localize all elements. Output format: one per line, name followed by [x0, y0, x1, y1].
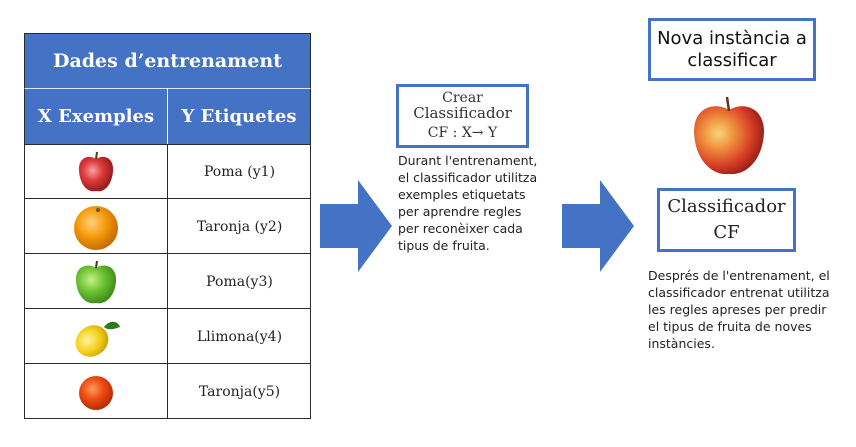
arrow-right-icon — [320, 180, 392, 272]
apple-icon — [78, 151, 113, 191]
training-desc-line: tipus de fruita. — [398, 238, 490, 253]
table-row-fruit — [24, 364, 167, 419]
after-desc-line: el tipus de fruita de noves — [648, 319, 812, 334]
apple-icon — [75, 260, 116, 303]
table-row-fruit — [24, 254, 167, 309]
column-header-y: Y Etiquetes — [167, 89, 311, 144]
after-desc-line: les regles apreses per predir — [648, 302, 827, 317]
after-training-description: Després de l'entrenament, el classificad… — [648, 267, 848, 352]
new-instance-box: Nova instància a classificar — [648, 18, 816, 81]
column-header-x: X Exemples — [24, 89, 167, 144]
table-row-label: Taronja(y5) — [198, 383, 281, 400]
training-description: Durant l'entrenament, el classificador u… — [398, 152, 568, 254]
table-row-fruit — [24, 199, 167, 254]
table-row-label: Llimona(y4) — [196, 328, 283, 345]
orange-icon — [78, 375, 113, 410]
training-desc-line: Durant l'entrenament, — [398, 153, 538, 168]
orange-icon — [73, 205, 118, 250]
training-desc-line: per reconèixer cada — [398, 221, 523, 236]
training-desc-line: el classificador utilitza — [398, 170, 538, 185]
after-desc-line: instàncies. — [648, 336, 715, 351]
training-desc-line: exemples etiquetats — [398, 187, 526, 202]
new-instance-line2: classificar — [687, 49, 777, 71]
create-box-formula: CF : X→ Y — [427, 125, 498, 142]
new-instance-line1: Nova instància a — [657, 27, 807, 49]
classifier-box-line2: CF — [713, 222, 740, 243]
table-row-label: Taronja (y2) — [196, 218, 283, 235]
table-row-fruit — [24, 309, 167, 364]
create-box-line1: Crear — [442, 89, 483, 106]
table-title: Dades d’entrenament — [24, 33, 311, 89]
classifier-box-line1: Classificador — [667, 196, 786, 217]
column-divider-header — [167, 89, 168, 144]
after-desc-line: classificador entrenat utilitza — [648, 285, 830, 300]
apple-icon — [694, 96, 764, 175]
column-divider — [167, 89, 168, 419]
table-row-label: Poma (y1) — [203, 163, 276, 180]
create-classifier-box: Crear Classificador CF : X→ Y — [396, 84, 529, 148]
training-desc-line: per aprendre regles — [398, 204, 522, 219]
table-row-fruit — [24, 144, 167, 199]
lemon-icon — [75, 321, 120, 357]
classifier-box: Classificador CF — [657, 188, 796, 252]
after-desc-line: Després de l'entrenament, el — [648, 268, 830, 283]
create-box-line2: Classificador — [413, 103, 512, 122]
table-row-label: Poma(y3) — [206, 273, 273, 290]
arrow-right-icon — [562, 180, 634, 272]
